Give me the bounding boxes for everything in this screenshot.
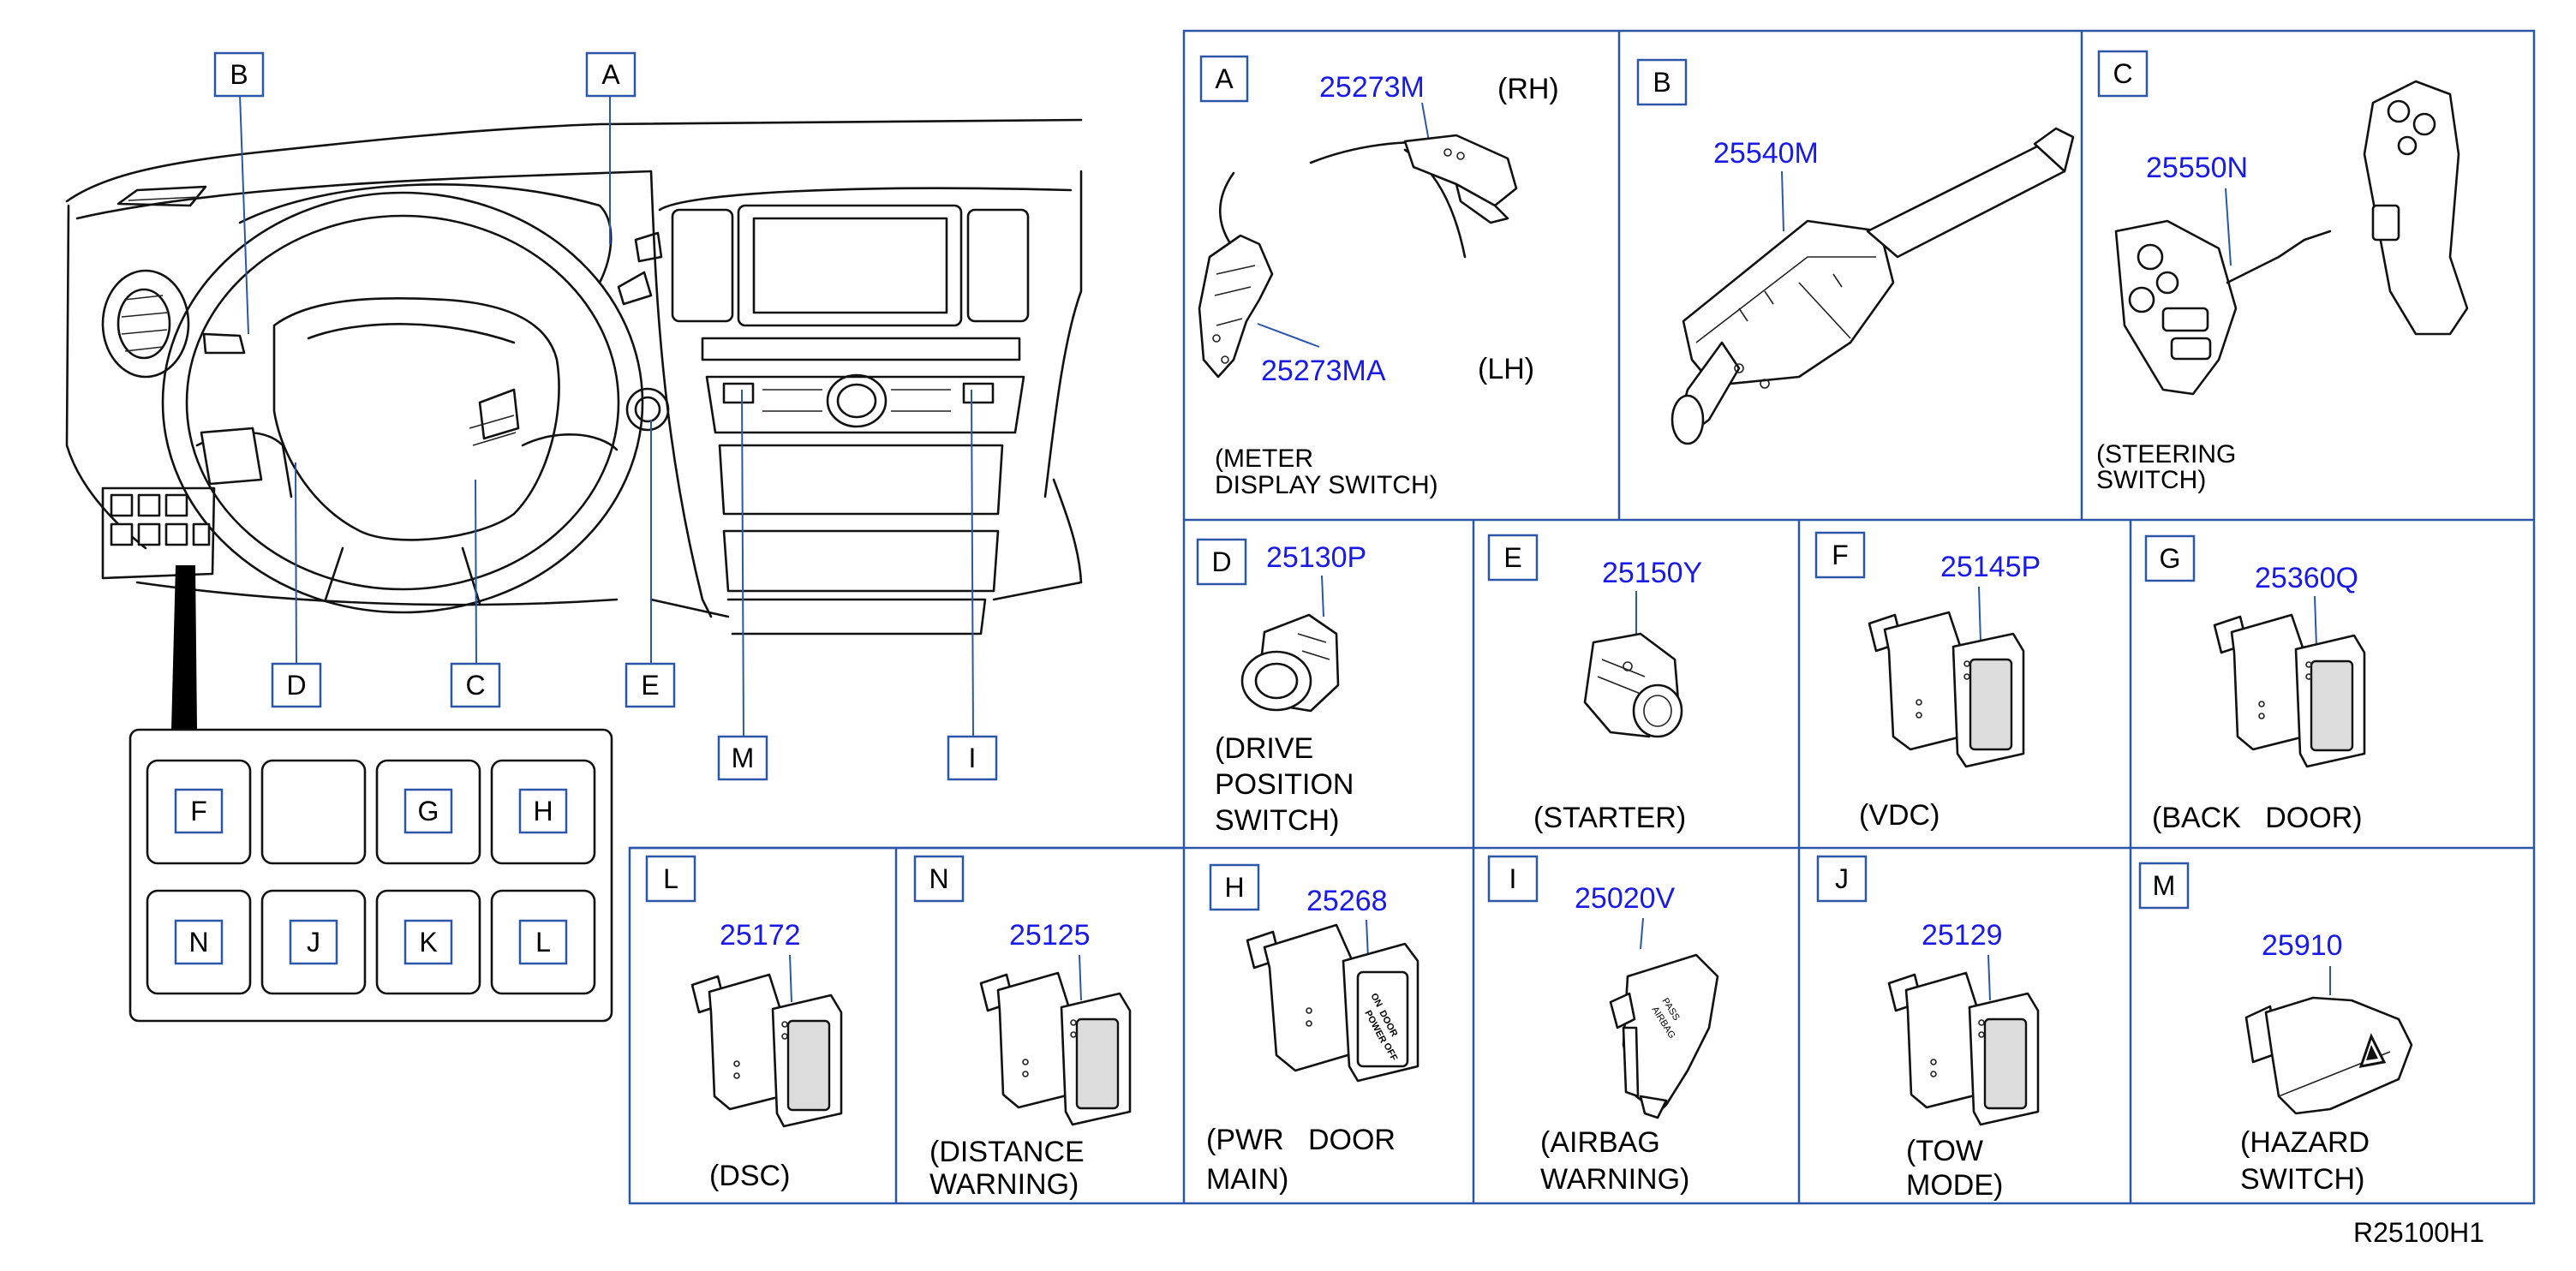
panel-label-j: J (307, 927, 320, 958)
callout-e: E (641, 670, 659, 701)
cell-d-letter: D (1211, 546, 1231, 577)
cell-a-side-rh: (RH) (1497, 73, 1559, 105)
cell-m-desc-2: SWITCH) (2240, 1163, 2364, 1196)
cell-m-letter: M (2153, 870, 2176, 901)
cell-j-tow-mode-switch: J 25129 (TOW MODE) (1816, 855, 2040, 1202)
cell-j-desc-1: (TOW (1906, 1135, 1983, 1167)
cell-h-power-door-main-switch: H 25268 ON POWER DOOR OFF (PWR DOOR MAIN… (1206, 863, 1419, 1196)
cell-l-dsc-switch: L 25172 (DSC) (645, 855, 843, 1192)
switch-panel-inset: F G H N J K L (129, 728, 613, 1023)
cell-b-part-number: 25540M (1713, 137, 1819, 170)
panel-label-f: F (190, 796, 207, 826)
cell-a-part-number-rh: 25273M (1319, 71, 1425, 104)
cell-j-desc-2: MODE) (1906, 1169, 2003, 1202)
cell-g-part-number: 25360Q (2255, 562, 2358, 594)
cell-i-letter: I (1509, 863, 1517, 894)
panel-label-l: L (535, 927, 551, 958)
cell-e-starter: E 25150Y (STARTER) (1487, 534, 1702, 834)
cell-b-combination-switch: B 25540M (1636, 58, 2075, 445)
cell-a-letter: A (1215, 63, 1234, 94)
cell-a-meter-display-switch: A 25273M (RH) 25273MA (LH) (METER DISPLA… (1198, 55, 1559, 499)
panel-label-g: G (418, 796, 439, 826)
callout-b: B (230, 59, 248, 90)
cell-n-desc-1: (DISTANCE (929, 1136, 1085, 1168)
cell-f-part-number: 25145P (1940, 551, 2041, 583)
callout-m: M (732, 743, 755, 773)
cell-a-side-lh: (LH) (1478, 353, 1534, 385)
cell-j-letter: J (1835, 863, 1849, 894)
cell-l-letter: L (663, 863, 678, 894)
cell-i-part-number: 25020V (1575, 882, 1676, 915)
diagram-code: R25100H1 (2353, 1217, 2484, 1248)
cell-e-desc-1: (STARTER) (1533, 802, 1686, 834)
cell-c-letter: C (2113, 58, 2132, 89)
cell-h-letter: H (1224, 872, 1244, 903)
cell-d-desc-3: SWITCH) (1215, 804, 1339, 837)
cell-a-desc-1: (METER (1215, 445, 1313, 473)
cell-h-desc-1: (PWR DOOR (1206, 1124, 1396, 1156)
cell-l-part-number: 25172 (720, 919, 801, 952)
cell-m-desc-1: (HAZARD (2240, 1126, 2370, 1159)
cell-h-desc-2: MAIN) (1206, 1163, 1288, 1196)
cell-f-desc-1: (VDC) (1859, 799, 1939, 832)
cell-b-letter: B (1653, 67, 1671, 98)
panel-label-k: K (419, 927, 437, 958)
cell-g-back-door-switch: G 25360Q (BACK DOOR) (2144, 534, 2366, 834)
cell-n-desc-2: WARNING) (929, 1168, 1079, 1201)
cell-n-letter: N (929, 863, 948, 894)
callout-a: A (601, 59, 620, 90)
cell-e-letter: E (1503, 542, 1521, 573)
cell-i-desc-1: (AIRBAG (1540, 1126, 1660, 1159)
cell-m-part-number: 25910 (2262, 929, 2343, 962)
cell-c-desc-2: SWITCH) (2096, 466, 2206, 494)
cell-h-part-number: 25268 (1306, 885, 1388, 917)
cell-c-steering-switch: C 25550N (STEERING SWITCH) (2096, 50, 2469, 494)
cell-n-distance-warning-switch: N 25125 (DISTANCE WARNING) (913, 855, 1132, 1201)
panel-label-h: H (533, 796, 553, 826)
overview-callouts: B A D C E M I (213, 51, 998, 781)
cell-n-part-number: 25125 (1009, 919, 1091, 952)
callout-i: I (969, 743, 977, 773)
callout-d: D (286, 670, 306, 701)
cell-c-desc-1: (STEERING (2096, 440, 2236, 468)
cell-g-letter: G (2160, 543, 2181, 574)
cell-f-letter: F (1832, 540, 1849, 570)
cell-j-part-number: 25129 (1922, 919, 2003, 952)
cell-g-desc-1: (BACK DOOR) (2152, 802, 2363, 834)
cell-e-part-number: 25150Y (1602, 557, 1702, 589)
cell-l-desc-1: (DSC) (709, 1160, 790, 1192)
cell-d-part-number: 25130P (1266, 541, 1366, 574)
cell-d-desc-2: POSITION (1215, 768, 1354, 801)
overview-leaders (239, 93, 974, 739)
cell-a-desc-2: DISPLAY SWITCH) (1215, 471, 1438, 499)
cell-f-vdc-switch: F 25145P (VDC) (1814, 531, 2041, 832)
cell-d-drive-position-switch: D 25130P (DRIVE POSITION SWITCH) (1196, 538, 1366, 837)
cell-a-part-number-lh: 25273MA (1261, 355, 1386, 387)
cell-c-part-number: 25550N (2146, 152, 2248, 184)
cell-m-hazard-switch: M 25910 (HAZARD SWITCH) (2138, 862, 2413, 1196)
callout-c: C (465, 670, 485, 701)
cell-i-airbag-warning: I 25020V PASS AIRBAG (AIRBAG WARNING) (1487, 855, 1719, 1196)
panel-label-n: N (188, 927, 208, 958)
parts-grid (628, 29, 2536, 1205)
cell-d-desc-1: (DRIVE (1215, 732, 1313, 765)
dashboard-overview (65, 118, 1083, 730)
cell-i-desc-2: WARNING) (1540, 1163, 1689, 1196)
